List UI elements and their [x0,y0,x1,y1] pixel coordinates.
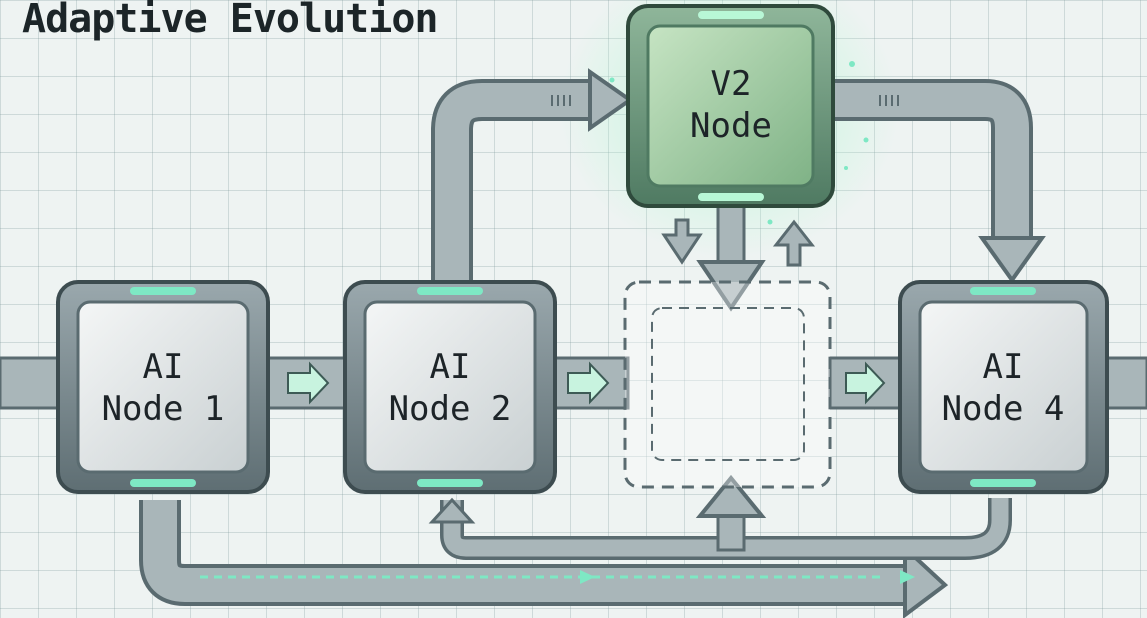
data-flow-arrow-icon [900,570,915,584]
sparkles [609,61,869,225]
flow-arrow-icon [567,361,610,405]
pipe-bottom-loop [143,500,920,602]
status-light [130,479,196,487]
ai-node-2-line2: Node 2 [389,389,512,429]
v2-node: V2 Node [626,4,835,208]
pipe-node2-to-v2 [435,83,600,280]
flow-arrow-icon [845,361,886,405]
arrow-into-node4-icon [978,236,1046,284]
pipe-ticks [551,95,571,106]
ai-node-4: AI Node 4 [898,280,1109,494]
pipe-v2-to-node4 [830,83,1029,245]
status-light [970,479,1036,487]
v2-node-line2: Node [690,106,772,146]
status-light [970,287,1036,295]
pipe-inner-loop [443,498,1009,557]
ai-node-4-line2: Node 4 [942,389,1065,429]
data-flow-arrow-icon [580,570,595,584]
pipe-node2-placeholder [551,356,630,410]
flow-arrow-icon [287,361,330,405]
pipe-node1-node2 [266,356,350,410]
small-up-arrow-icon [772,219,816,267]
ai-node-1-line1: AI [143,347,184,387]
small-down-arrow-icon [661,218,703,265]
arrow-down-into-slot-icon [696,260,766,312]
arrow-up-into-node2-icon [428,497,476,524]
status-light [417,287,483,295]
status-light [698,11,764,19]
ai-node-1: AI Node 1 [56,280,270,494]
ai-node-4-line1: AI [983,347,1024,387]
arrow-into-v2-icon [588,68,634,132]
empty-slot-inner [651,307,805,461]
ai-node-2: AI Node 2 [343,280,557,494]
status-light [417,479,483,487]
empty-slot-placeholder [623,280,832,489]
v2-node-line1: V2 [711,64,752,104]
arrow-up-into-slot-icon [695,474,767,518]
pipe-v2-down [716,203,746,267]
pipe-placeholder-node4 [828,356,904,410]
status-light [130,287,196,295]
pipe-ticks [879,95,899,106]
status-light [698,193,764,201]
pipe-up-into-slot [716,510,746,552]
ai-node-2-line1: AI [430,347,471,387]
ai-node-1-line2: Node 1 [102,389,225,429]
diagram-title: Adaptive Evolution [22,0,438,42]
pipe-right-stub [1103,356,1147,410]
pipe-left-stub [0,356,62,410]
